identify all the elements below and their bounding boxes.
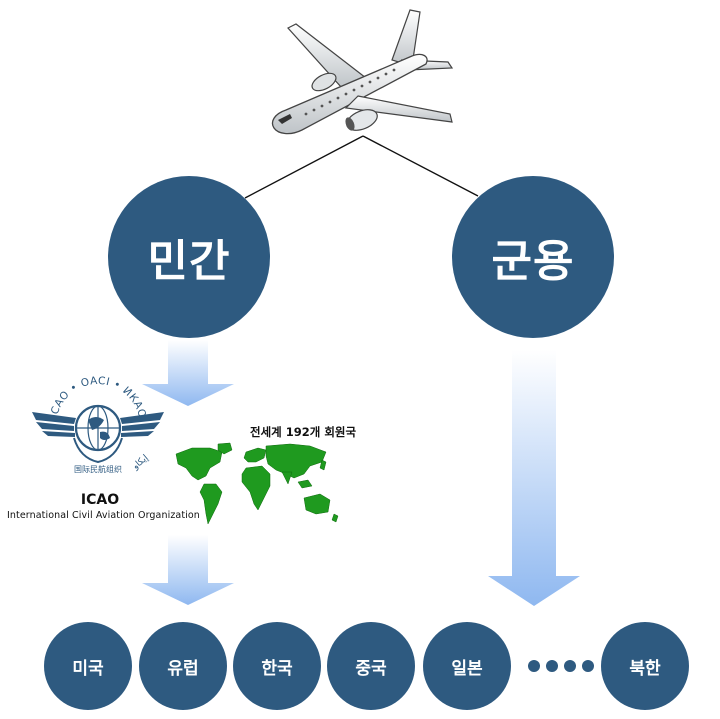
ellipsis-dot: [546, 660, 558, 672]
member-count-label: 전세계 192개 회원국: [250, 425, 357, 439]
military-node: 군용: [452, 176, 614, 338]
civil-arrow-lower: [142, 535, 234, 605]
country-node-usa: 미국: [44, 622, 132, 710]
military-node-label: 군용: [491, 236, 575, 287]
civil-node-label: 민간: [147, 236, 231, 287]
world-map-icon: [175, 442, 339, 525]
country-label-china: 중국: [355, 658, 387, 679]
icao-full-name: International Civil Aviation Organizatio…: [7, 510, 200, 521]
country-label-north-korea: 북한: [629, 658, 661, 679]
icao-emblem-arabic: إيكاو: [130, 453, 150, 472]
airplane-icon: [271, 9, 454, 135]
country-node-japan: 일본: [423, 622, 511, 710]
country-node-north-korea: 북한: [601, 622, 689, 710]
ellipsis-dot: [582, 660, 594, 672]
country-node-korea: 한국: [233, 622, 321, 710]
ellipsis-dots: [528, 660, 594, 672]
icao-emblem-icon: ICAO • OACI • ИКАО 国际民航组织 إيكاو: [32, 375, 164, 474]
country-label-japan: 일본: [451, 658, 483, 679]
icao-abbr: ICAO: [80, 492, 120, 508]
country-node-europe: 유럽: [139, 622, 227, 710]
military-arrow: [488, 350, 580, 606]
civil-node: 민간: [108, 176, 270, 338]
civil-arrow-upper: [142, 340, 234, 406]
country-label-europe: 유럽: [167, 658, 199, 679]
ellipsis-dot: [528, 660, 540, 672]
connector-line-military: [362, 135, 479, 197]
country-node-china: 중국: [327, 622, 415, 710]
country-label-korea: 한국: [261, 658, 293, 679]
connector-line-civil: [244, 135, 364, 199]
icao-emblem-chinese: 国际民航组织: [74, 464, 122, 474]
ellipsis-dot: [564, 660, 576, 672]
country-label-usa: 미국: [72, 658, 104, 679]
